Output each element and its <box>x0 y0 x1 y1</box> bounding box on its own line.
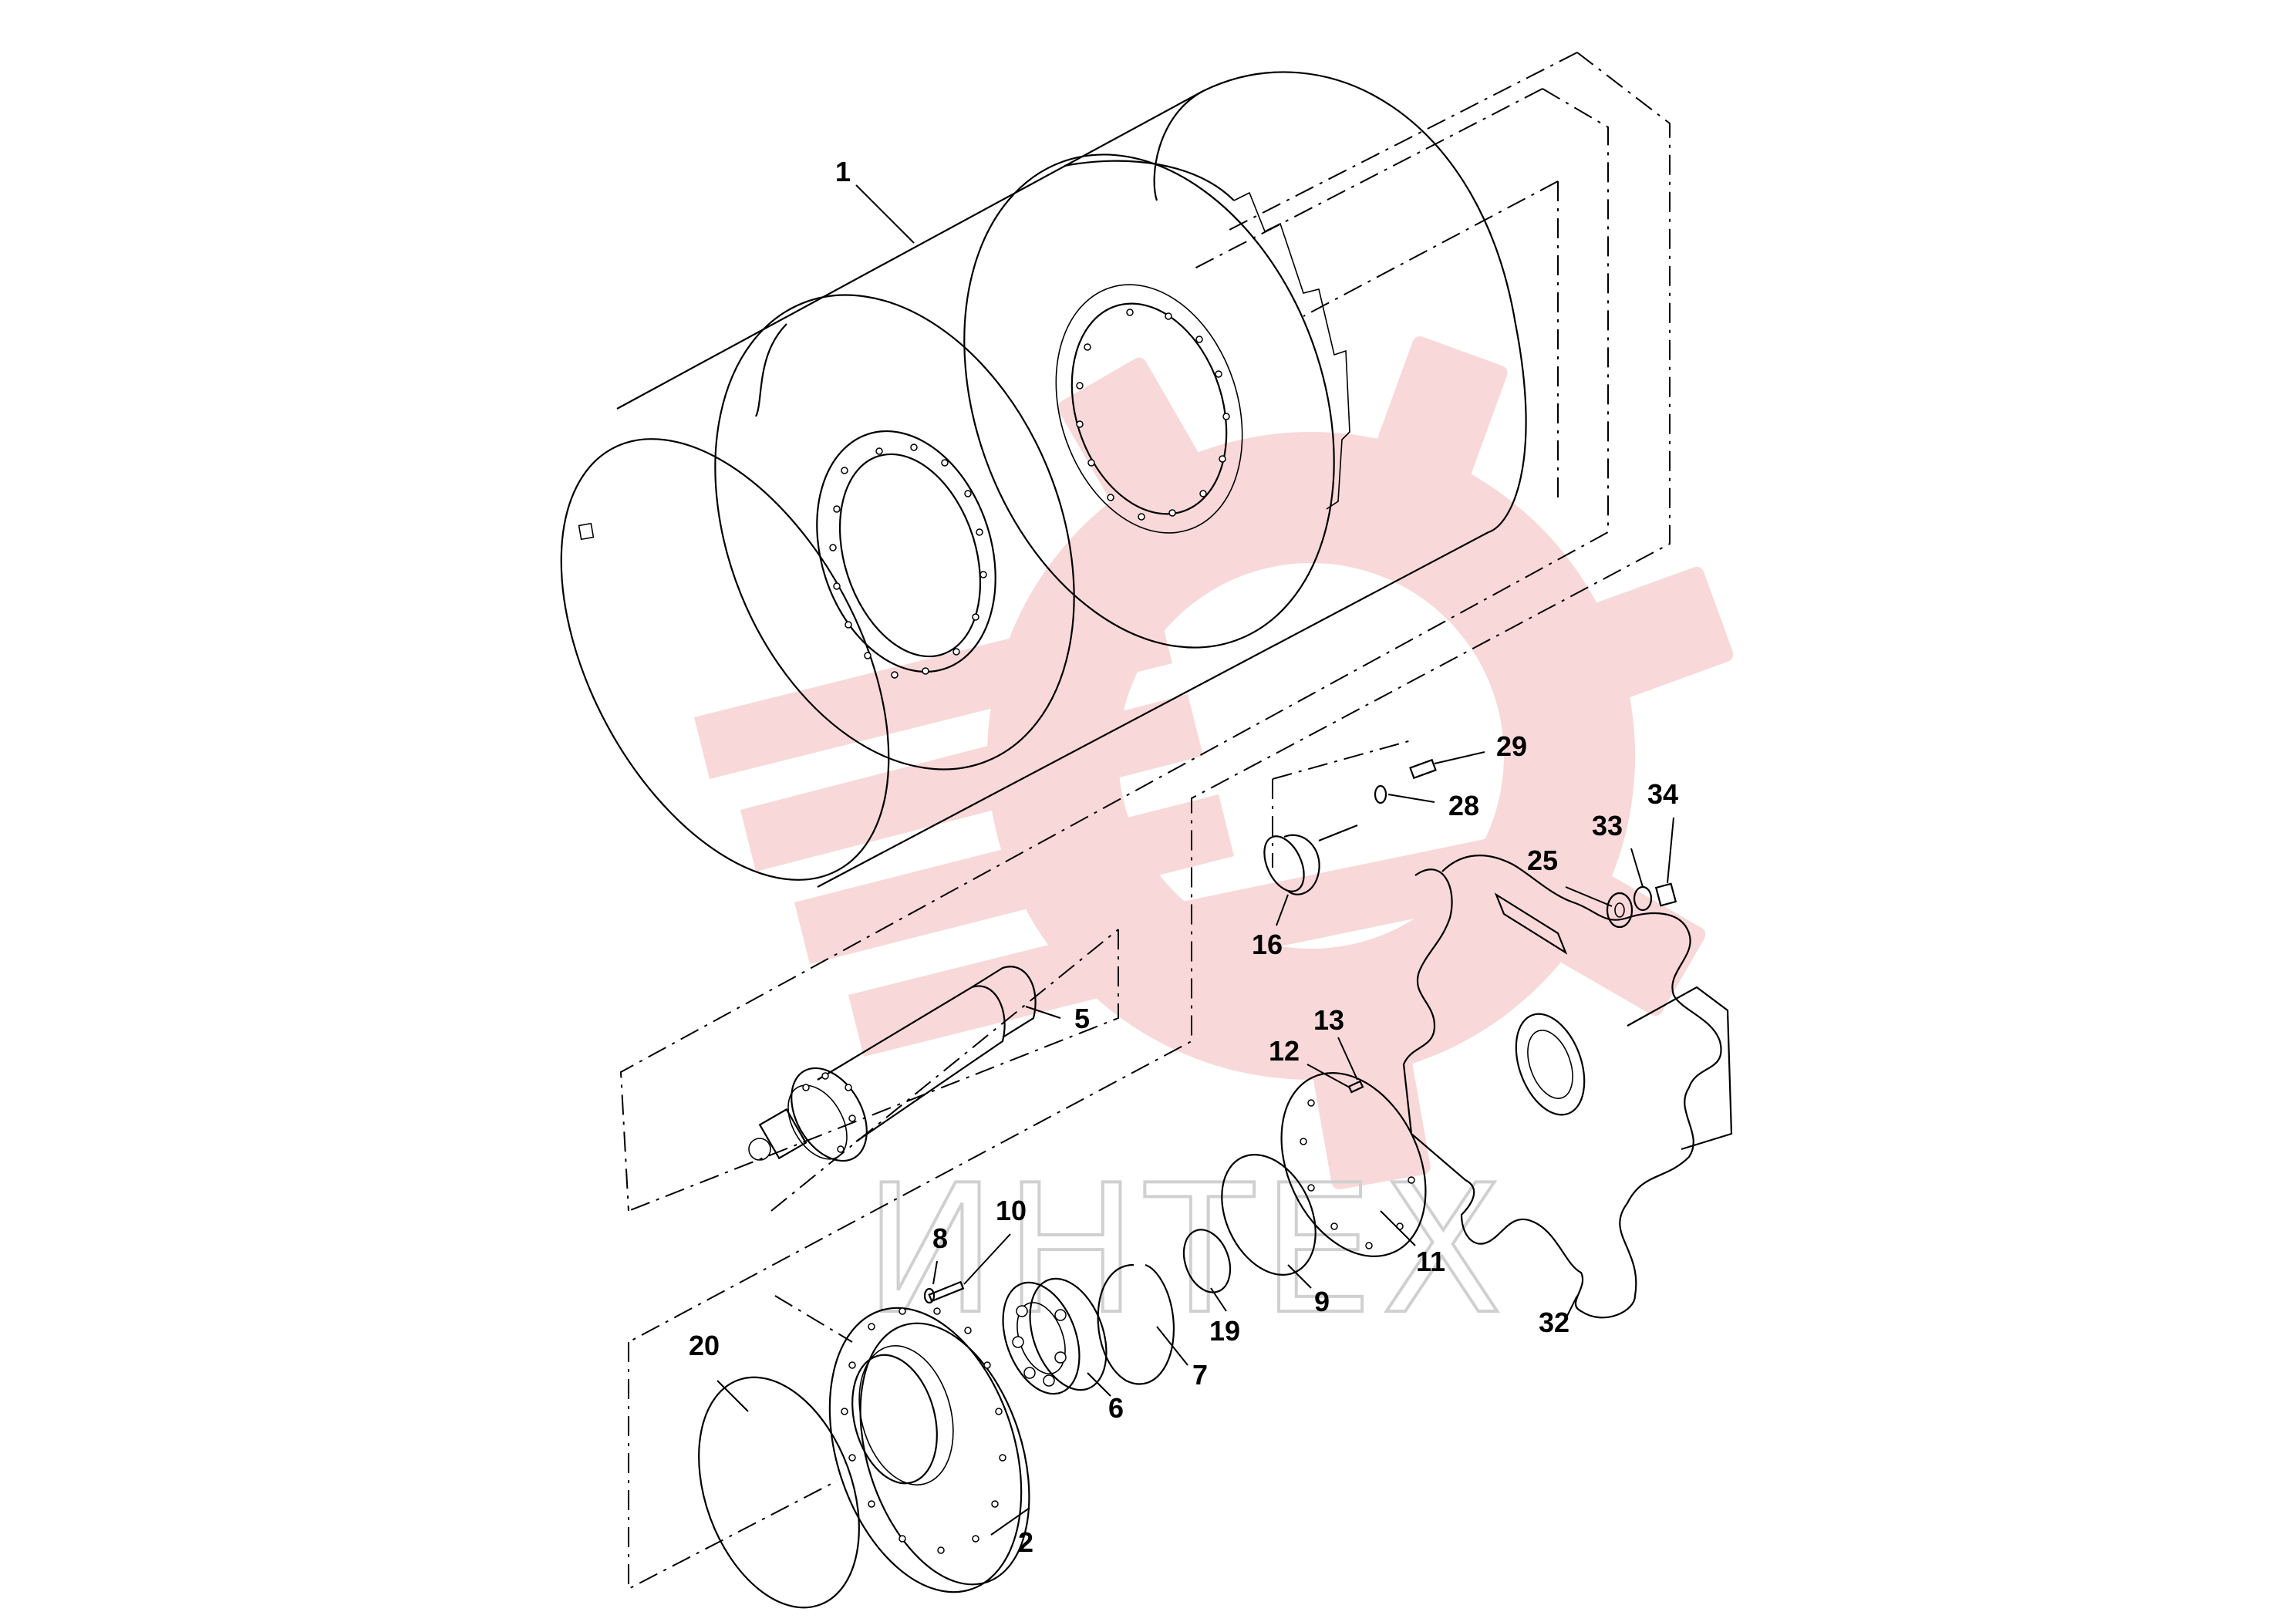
callout-29: 29 <box>1496 730 1527 762</box>
callout-1: 1 <box>835 156 851 187</box>
o-ring-large <box>698 1376 860 1609</box>
callout-2: 2 <box>1018 1526 1033 1558</box>
callout-8: 8 <box>932 1222 948 1254</box>
callout-20: 20 <box>689 1330 720 1361</box>
callout-12: 12 <box>1269 1035 1300 1067</box>
callout-33: 33 <box>1592 810 1623 841</box>
disc-bolt-holes <box>1076 309 1230 521</box>
callout-labels: 1 2 5 6 7 8 9 10 11 12 13 16 19 20 25 28… <box>689 156 1678 1558</box>
explosion-centerlines <box>619 52 1671 1590</box>
cam-washer <box>1263 824 1358 895</box>
bearing <box>1002 1277 1108 1395</box>
flange-bolt-holes <box>829 443 987 679</box>
circlip <box>1097 1263 1175 1385</box>
callout-25: 25 <box>1527 845 1558 876</box>
end-flange-bolt-holes <box>841 1307 1006 1554</box>
drum-motor <box>748 966 1037 1162</box>
callout-32: 32 <box>1539 1307 1569 1338</box>
leader-lines <box>716 184 1674 1536</box>
ring-small <box>1182 1229 1232 1293</box>
watermark-logo <box>694 336 1734 1190</box>
callout-9: 9 <box>1314 1286 1330 1317</box>
drum-middle-disc <box>963 153 1350 649</box>
drum-shell <box>560 71 1527 888</box>
callout-11: 11 <box>1416 1246 1445 1277</box>
callout-34: 34 <box>1647 778 1678 810</box>
callout-5: 5 <box>1074 1003 1090 1034</box>
callout-19: 19 <box>1209 1315 1240 1347</box>
mounting-bracket <box>1402 855 1733 1319</box>
callout-28: 28 <box>1448 790 1479 821</box>
callout-10: 10 <box>996 1195 1027 1226</box>
callout-7: 7 <box>1192 1359 1208 1391</box>
end-flange <box>828 1307 1030 1593</box>
callout-13: 13 <box>1313 1004 1344 1036</box>
drum-front-disc <box>714 294 1075 771</box>
callout-16: 16 <box>1252 929 1283 960</box>
callout-6: 6 <box>1108 1392 1124 1424</box>
